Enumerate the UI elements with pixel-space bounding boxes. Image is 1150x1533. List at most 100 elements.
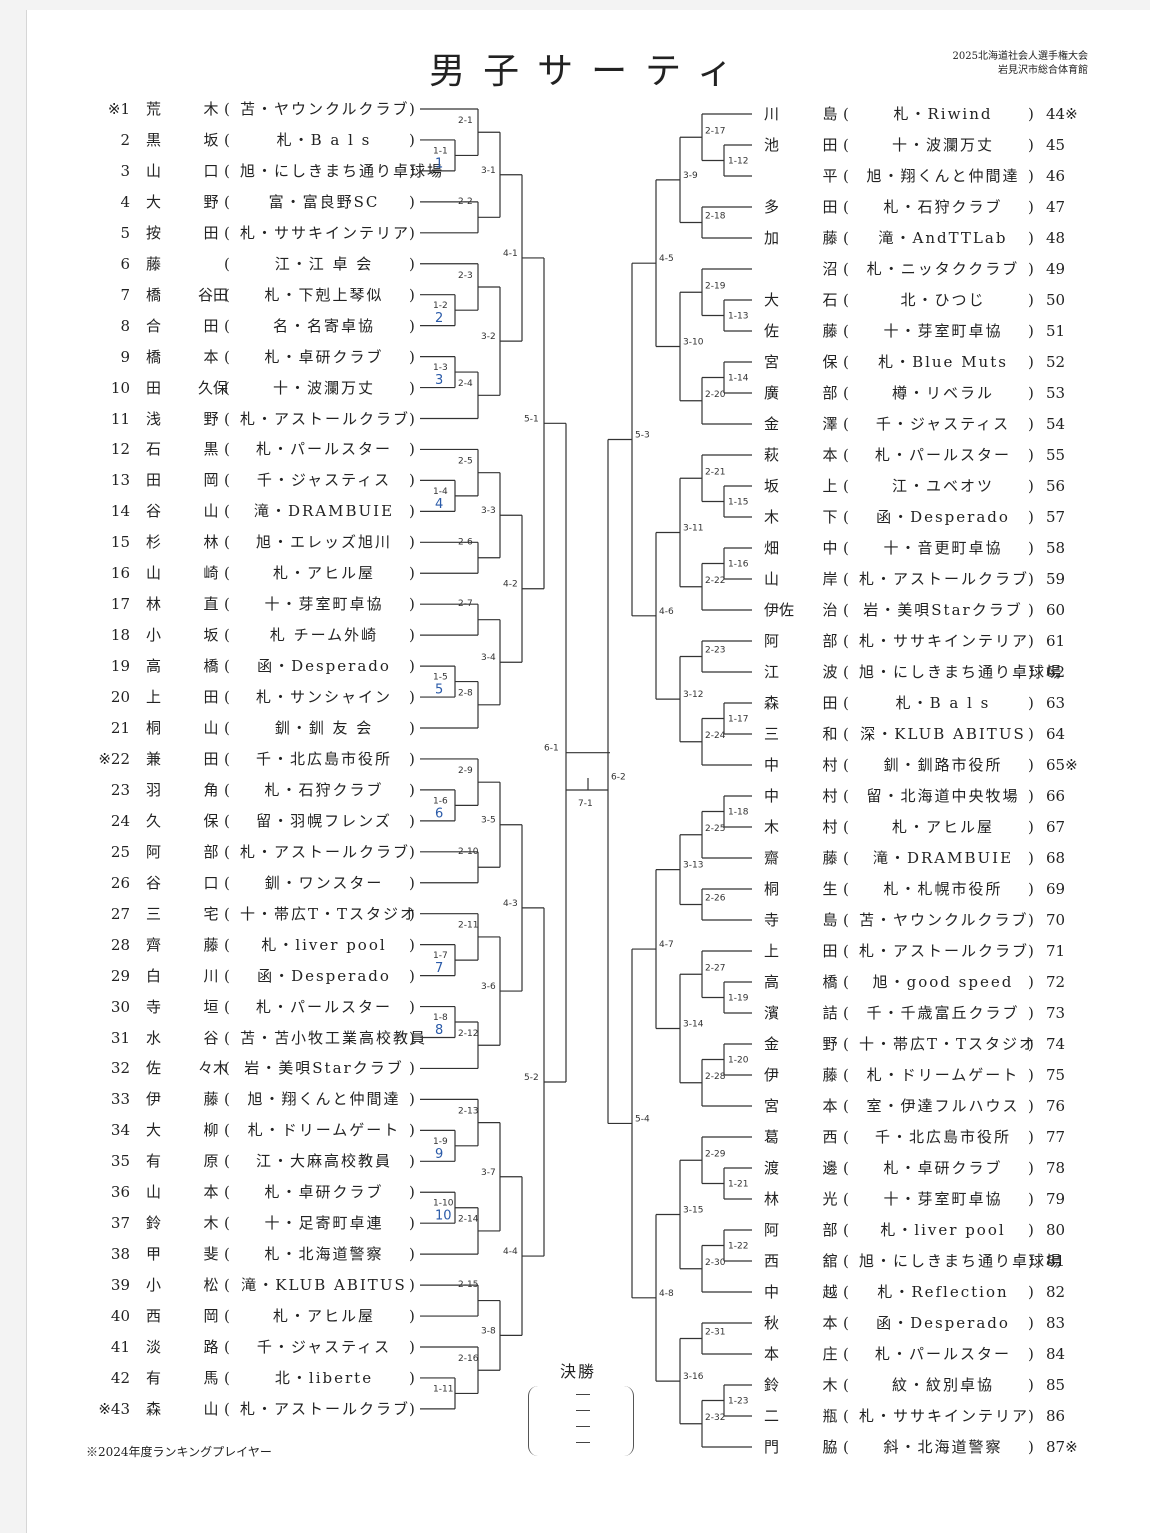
player-surname: 宮 <box>764 1097 780 1115</box>
player-given: 田 <box>822 942 838 960</box>
player-surname: 阿 <box>764 1221 780 1239</box>
close-paren: ) <box>1028 1004 1034 1022</box>
bracket-slot-number: 4 <box>435 497 443 512</box>
open-paren: ( <box>843 508 849 526</box>
player-number: 73 <box>1046 1004 1066 1022</box>
player-number: 14 <box>110 502 130 521</box>
player-number: 12 <box>110 440 130 459</box>
match-label: 2-7 <box>458 599 473 609</box>
open-paren: ( <box>224 811 230 830</box>
player-given: 瓶 <box>822 1407 838 1425</box>
player-affiliation: 留・羽幌フレンズ <box>256 811 392 830</box>
close-paren: ) <box>1028 1252 1034 1270</box>
player-affiliation: 苫・ヤウンクルクラブ <box>859 911 1029 929</box>
player-surname: 兼 <box>146 749 162 768</box>
player-given: 松 <box>203 1276 219 1295</box>
player-number: 21 <box>110 719 130 737</box>
player-surname: 中 <box>764 787 780 805</box>
player-surname: 西 <box>764 1252 780 1270</box>
open-paren: ( <box>224 780 230 799</box>
final-result-box <box>528 1386 634 1458</box>
player-given: 西 <box>822 1128 838 1146</box>
player-given: 村 <box>822 787 838 805</box>
match-label: 3-15 <box>683 1206 703 1216</box>
player-number: 44※ <box>1046 105 1078 123</box>
close-paren: ) <box>1028 601 1034 619</box>
player-affiliation: 札・B a l s <box>276 130 372 149</box>
match-label: 3-9 <box>683 171 698 181</box>
open-paren: ( <box>843 880 849 898</box>
match-label: 4-1 <box>503 249 518 259</box>
open-paren: ( <box>843 1252 849 1270</box>
match-label: 1-20 <box>728 1056 749 1066</box>
open-paren: ( <box>843 1097 849 1115</box>
player-surname: 山 <box>146 564 162 583</box>
footnote: ※2024年度ランキングプレイヤー <box>86 1445 272 1459</box>
final-score-line <box>576 1394 590 1395</box>
match-label: 1-22 <box>728 1242 748 1252</box>
player-affiliation: 札・北海道警察 <box>264 1245 384 1264</box>
player-surname: 橋 <box>146 285 162 304</box>
player-affiliation: 札・ドリームゲート <box>247 1121 401 1140</box>
match-label: 1-4 <box>433 487 448 497</box>
close-paren: ) <box>1028 136 1034 154</box>
player-given: 坂 <box>203 130 219 149</box>
player-number: 87※ <box>1046 1438 1078 1456</box>
player-affiliation: 北・ひつじ <box>900 291 986 309</box>
player-surname: 大 <box>764 291 780 309</box>
player-surname: 小 <box>146 626 162 645</box>
match-label: 1-11 <box>433 1384 453 1394</box>
player-affiliation: 釧・釧路市役所 <box>883 756 1003 774</box>
player-number: 18 <box>110 626 130 645</box>
player-given: 藤 <box>822 229 838 247</box>
player-affiliation: 十・波瀾万丈 <box>272 378 375 397</box>
close-paren: ) <box>409 378 415 397</box>
player-number: 78 <box>1046 1159 1066 1177</box>
player-row: 65※中村(釧・釧路市役所) <box>0 750 1150 780</box>
player-given: 藤 <box>203 935 219 954</box>
player-number: 32 <box>110 1059 130 1078</box>
player-number: 24 <box>110 811 130 830</box>
player-given: 川 <box>203 966 219 985</box>
player-row: 87※門脇(斜・北海道警察) <box>0 1432 1150 1462</box>
open-paren: ( <box>843 477 849 495</box>
open-paren: ( <box>843 105 849 123</box>
match-label: 3-14 <box>683 1020 704 1030</box>
player-surname: 多 <box>764 198 780 216</box>
open-paren: ( <box>843 1159 849 1177</box>
close-paren: ) <box>1028 1221 1034 1239</box>
open-paren: ( <box>224 223 230 242</box>
player-number: 36 <box>110 1183 130 1202</box>
player-given: 崎 <box>203 564 219 583</box>
player-number: 60 <box>1046 601 1066 619</box>
player-affiliation: 滝・KLUB ABITUS <box>241 1276 407 1295</box>
open-paren: ( <box>224 100 230 118</box>
player-affiliation: 十・帯広T・Tスタジオ <box>240 904 418 923</box>
close-paren: ) <box>409 1307 415 1326</box>
player-given: 詰 <box>822 1004 838 1022</box>
close-paren: ) <box>409 780 415 799</box>
close-paren: ) <box>1028 1190 1034 1208</box>
player-number: 84 <box>1046 1345 1066 1363</box>
bracket-slot-number: 7 <box>435 961 443 976</box>
player-given: 路 <box>203 1338 219 1356</box>
player-given: 谷田 <box>198 285 229 304</box>
player-affiliation: 千・ジャスティス <box>875 415 1011 433</box>
match-label: 2-24 <box>705 731 726 741</box>
player-affiliation: 旭・にしきまち通り卓球場 <box>859 663 1064 681</box>
player-number: 56 <box>1046 477 1066 495</box>
match-label: 7-1 <box>578 799 593 809</box>
player-number: 25 <box>110 842 130 861</box>
close-paren: ) <box>409 409 415 428</box>
